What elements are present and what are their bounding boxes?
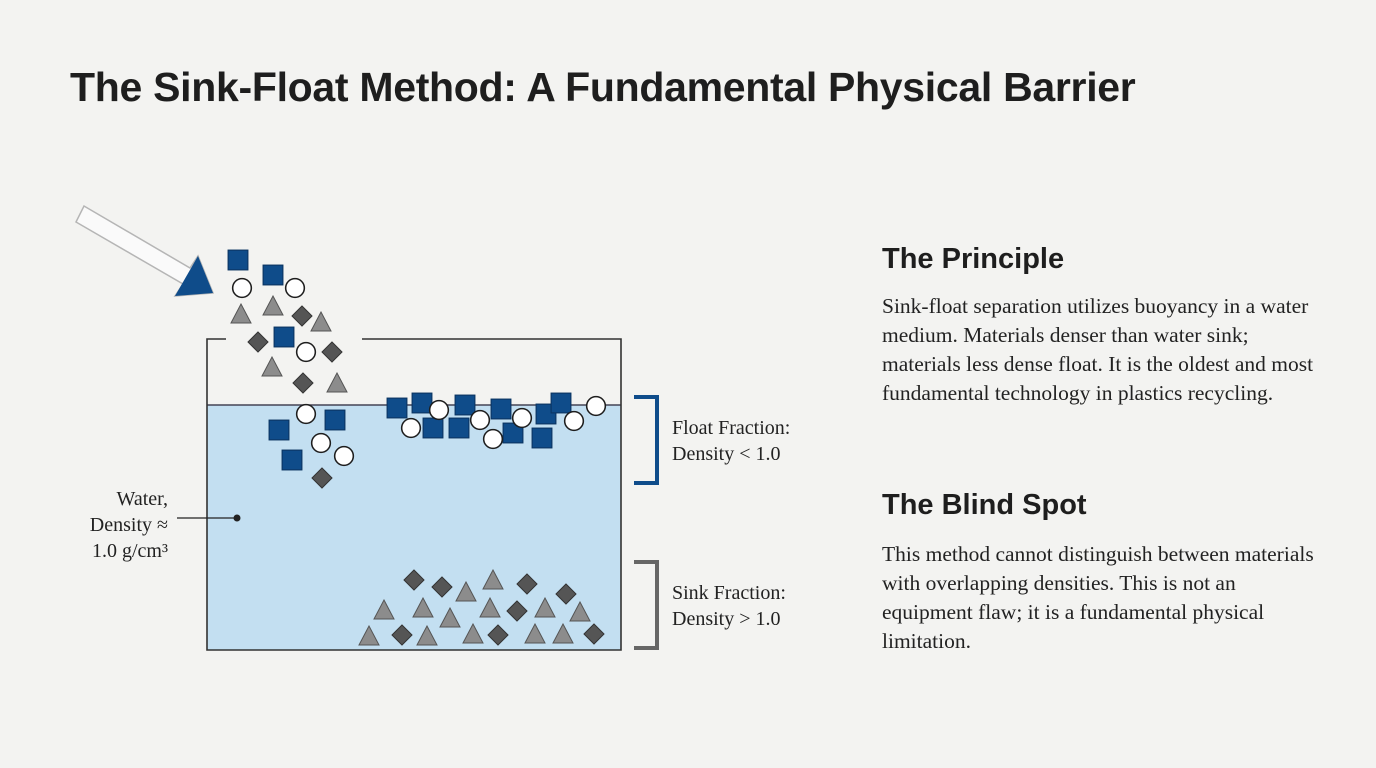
square-particle: [448, 417, 470, 439]
circle-particle: [428, 399, 450, 421]
water-label-line: 1.0 g/cm³: [92, 540, 168, 562]
water: [207, 405, 621, 650]
water-label-line: Water,: [116, 488, 168, 510]
tank: [206, 338, 622, 651]
square-particle: [550, 392, 572, 414]
square-particle: [386, 397, 408, 419]
circle-particle: [482, 428, 504, 450]
diamond-particle: [292, 372, 314, 394]
square-particle: [531, 427, 553, 449]
triangle-particle: [262, 295, 284, 316]
principle-text: Sink-float separation utilizes buoyancy …: [882, 294, 1314, 405]
float-label-line: Density < 1.0: [672, 443, 781, 465]
circle-particle: [400, 417, 422, 439]
square-particle: [268, 419, 290, 441]
circle-particle: [295, 341, 317, 363]
float-bracket: [634, 395, 659, 485]
triangle-particle: [310, 311, 332, 332]
blind-spot-heading: The Blind Spot: [882, 489, 1087, 521]
square-particle: [281, 449, 303, 471]
square-particle: [273, 326, 295, 348]
circle-particle: [295, 403, 317, 425]
circle-particle: [585, 395, 607, 417]
sink-label-line: Sink Fraction:: [672, 582, 786, 604]
square-particle: [227, 249, 249, 271]
sink-fraction-label: Sink Fraction: Density > 1.0: [672, 580, 786, 632]
triangle-particle: [326, 372, 348, 393]
diamond-particle: [321, 341, 343, 363]
triangle-particle: [261, 356, 283, 377]
square-particle: [422, 417, 444, 439]
square-particle: [454, 394, 476, 416]
square-particle: [490, 398, 512, 420]
diamond-particle: [291, 305, 313, 327]
water-label-line: Density ≈: [89, 514, 168, 536]
sink-bracket: [634, 560, 659, 650]
principle-heading: The Principle: [882, 243, 1065, 275]
float-label-line: Float Fraction:: [672, 417, 791, 439]
circle-particle: [231, 277, 253, 299]
sink-label-line: Density > 1.0: [672, 608, 781, 630]
triangle-particle: [230, 303, 252, 324]
circle-particle: [284, 277, 306, 299]
blind-spot-text: This method cannot distinguish between m…: [882, 542, 1314, 653]
water-label: Water, Density ≈ 1.0 g/cm³: [60, 486, 168, 564]
diamond-particle: [247, 331, 269, 353]
feed-arrow-icon: [75, 204, 215, 297]
circle-particle: [333, 445, 355, 467]
float-fraction-label: Float Fraction: Density < 1.0: [672, 415, 790, 467]
square-particle: [324, 409, 346, 431]
circle-particle: [563, 410, 585, 432]
circle-particle: [469, 409, 491, 431]
circle-particle: [310, 432, 332, 454]
page-title: The Sink-Float Method: A Fundamental Phy…: [70, 64, 1136, 110]
circle-particle: [511, 407, 533, 429]
square-particle: [262, 264, 284, 286]
